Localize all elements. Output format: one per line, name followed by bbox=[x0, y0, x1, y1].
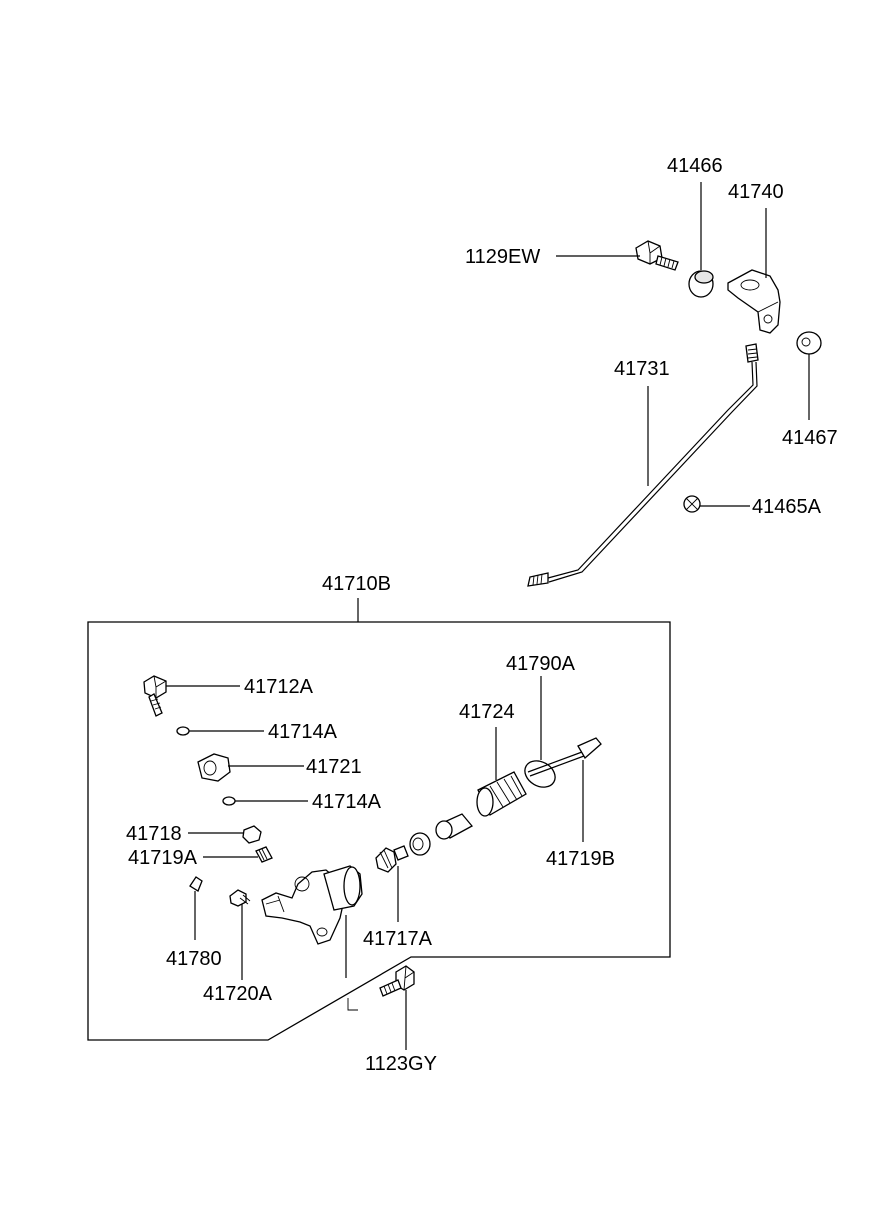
label-41721: 41721 bbox=[306, 756, 362, 778]
label-1129ew: 1129EW bbox=[465, 246, 540, 268]
assembly-41710b-boundary bbox=[87, 621, 671, 1041]
label-41710b: 41710B bbox=[322, 573, 391, 595]
boot-41717a-part bbox=[375, 845, 409, 873]
label-41467: 41467 bbox=[782, 427, 838, 449]
nut-41465a-part bbox=[683, 495, 701, 513]
union-41721-part bbox=[197, 753, 231, 782]
label-41719b: 41719B bbox=[546, 848, 615, 870]
label-41712a: 41712A bbox=[244, 676, 314, 698]
grommet-41466-part bbox=[688, 270, 714, 298]
label-41790a: 41790A bbox=[506, 653, 576, 675]
seal-ring-part bbox=[409, 832, 431, 856]
label-41466: 41466 bbox=[667, 155, 723, 177]
washer-41714a-lower-part bbox=[222, 796, 236, 806]
label-41780: 41780 bbox=[166, 948, 222, 970]
label-41714a-lower: 41714A bbox=[312, 791, 382, 813]
washer-41790a-part bbox=[524, 760, 556, 788]
label-41724: 41724 bbox=[459, 701, 515, 723]
washer-41714a-upper-part bbox=[176, 726, 190, 736]
label-41740: 41740 bbox=[728, 181, 784, 203]
label-41720a: 41720A bbox=[203, 983, 273, 1005]
label-1123gy: 1123GY bbox=[365, 1053, 437, 1075]
pipe-41731-part bbox=[527, 343, 759, 587]
label-41718: 41718 bbox=[126, 823, 182, 845]
screw-41720a-part bbox=[229, 889, 251, 907]
push-rod-41719b-part bbox=[527, 737, 602, 777]
label-41465a: 41465A bbox=[752, 496, 822, 518]
grommet-41467-part bbox=[796, 331, 822, 355]
label-41714a-upper: 41714A bbox=[268, 721, 338, 743]
label-41717a: 41717A bbox=[363, 928, 433, 950]
bolt-1129ew-part bbox=[635, 240, 679, 271]
bracket-41740-part bbox=[727, 269, 781, 334]
cap-41718-part bbox=[242, 825, 262, 844]
label-41719a: 41719A bbox=[128, 847, 198, 869]
release-cylinder-body-part bbox=[261, 865, 363, 945]
bleeder-41719a-part bbox=[255, 846, 273, 863]
boot-41724-part bbox=[476, 771, 527, 817]
l-bracket-mark bbox=[347, 998, 358, 1011]
label-41731: 41731 bbox=[614, 358, 670, 380]
bolt-1123gy-part bbox=[379, 965, 415, 997]
bolt-41712a-part bbox=[143, 675, 167, 717]
piston-part bbox=[435, 813, 474, 840]
clip-41780-part bbox=[189, 876, 203, 892]
